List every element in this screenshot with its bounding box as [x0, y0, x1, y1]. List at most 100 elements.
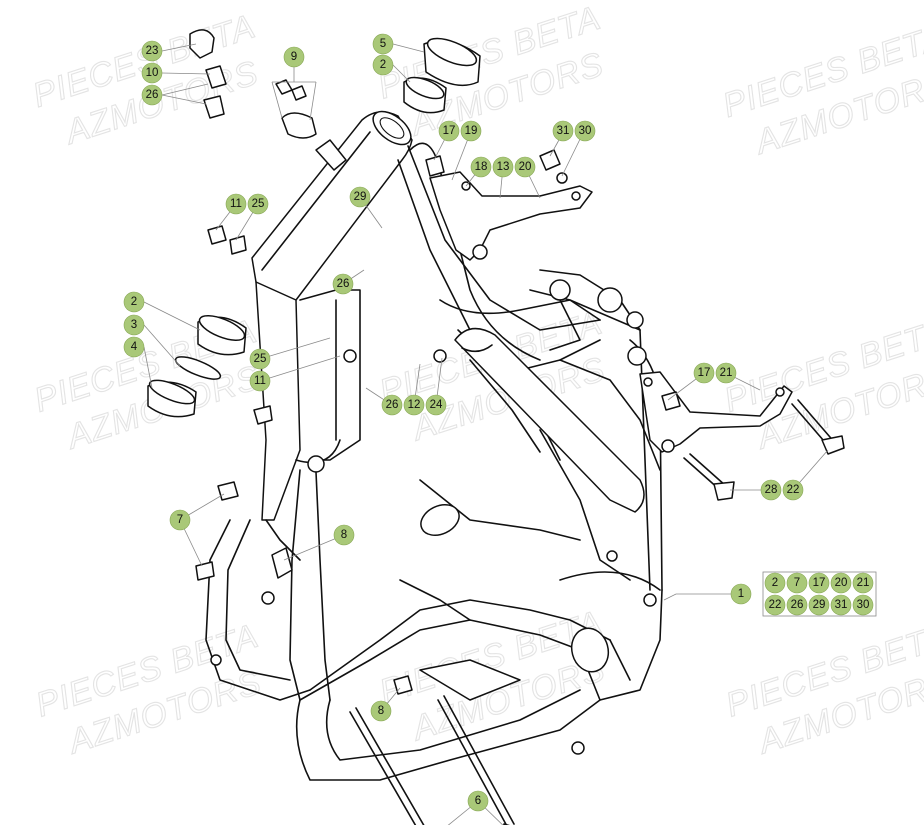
assembly-item[interactable]: 2	[764, 572, 786, 594]
head-bearing-top	[403, 37, 481, 114]
callout-9[interactable]: 9	[283, 46, 305, 68]
callout-8-mid[interactable]: 8	[333, 524, 355, 546]
callout-25-left[interactable]: 25	[249, 348, 271, 370]
svg-text:17: 17	[813, 577, 826, 589]
assembly-item[interactable]: 29	[808, 594, 830, 616]
callout-6[interactable]: 6	[467, 790, 489, 812]
svg-text:29: 29	[354, 191, 367, 203]
assembly-item[interactable]: 22	[764, 594, 786, 616]
down-tube	[255, 281, 361, 701]
main-spar	[397, 142, 663, 591]
callout-4[interactable]: 4	[123, 336, 145, 358]
callout-26[interactable]: 26	[141, 84, 163, 106]
assembly-item[interactable]: 30	[852, 594, 874, 616]
assembly-item[interactable]: 17	[808, 572, 830, 594]
svg-text:29: 29	[813, 599, 826, 611]
svg-text:22: 22	[769, 599, 782, 611]
svg-text:13: 13	[497, 161, 510, 173]
bracket-upper-right	[429, 171, 593, 261]
callout-11-left[interactable]: 11	[249, 370, 271, 392]
callout-1[interactable]: 1	[730, 583, 752, 605]
callout-21[interactable]: 21	[715, 362, 737, 384]
callout-19[interactable]: 19	[460, 120, 482, 142]
svg-text:5: 5	[380, 38, 386, 50]
svg-text:20: 20	[835, 577, 848, 589]
callout-23[interactable]: 23	[141, 40, 163, 62]
long-bolts-right	[683, 399, 845, 501]
long-bolts-bottom	[349, 695, 515, 825]
callout-30[interactable]: 30	[574, 120, 596, 142]
svg-text:30: 30	[857, 599, 870, 611]
svg-text:21: 21	[857, 577, 870, 589]
svg-text:30: 30	[579, 125, 592, 137]
svg-text:6: 6	[475, 795, 481, 807]
svg-text:26: 26	[146, 89, 159, 101]
callout-7[interactable]: 7	[169, 509, 191, 531]
svg-text:11: 11	[254, 375, 266, 387]
svg-text:26: 26	[386, 399, 399, 411]
svg-text:2: 2	[380, 59, 386, 71]
lower-cradle	[205, 429, 663, 781]
svg-text:18: 18	[475, 161, 488, 173]
svg-text:7: 7	[177, 514, 183, 526]
svg-text:9: 9	[291, 51, 297, 63]
callout-17-top[interactable]: 17	[438, 120, 460, 142]
svg-text:23: 23	[146, 45, 159, 57]
svg-text:11: 11	[230, 198, 242, 210]
svg-text:22: 22	[787, 484, 800, 496]
callout-13[interactable]: 13	[492, 156, 514, 178]
callout-25-top[interactable]: 25	[247, 193, 269, 215]
callout-badges: 23 10 26 9 5 2 17 19 31 30 18 13 20 11 2…	[123, 33, 874, 812]
callout-8-bottom[interactable]: 8	[370, 700, 392, 722]
callout-29[interactable]: 29	[349, 186, 371, 208]
assembly-item[interactable]: 20	[830, 572, 852, 594]
callout-24[interactable]: 24	[425, 394, 447, 416]
leader-lines	[143, 43, 829, 825]
loose-parts-top-left	[189, 29, 317, 425]
head-bearing-left	[147, 314, 247, 418]
small-hardware	[195, 149, 681, 695]
assembly-item[interactable]: 21	[852, 572, 874, 594]
svg-text:25: 25	[252, 198, 265, 210]
assembly-item[interactable]: 26	[786, 594, 808, 616]
callout-31[interactable]: 31	[552, 120, 574, 142]
svg-text:8: 8	[341, 529, 347, 541]
callout-2-left[interactable]: 2	[123, 291, 145, 313]
svg-text:2: 2	[772, 577, 778, 589]
svg-text:26: 26	[791, 599, 804, 611]
svg-text:26: 26	[337, 278, 350, 290]
rear-mount	[529, 269, 647, 366]
svg-text:24: 24	[430, 399, 443, 411]
svg-text:4: 4	[131, 341, 138, 353]
svg-text:17: 17	[698, 367, 711, 379]
frame-drawing	[147, 29, 845, 825]
callout-5[interactable]: 5	[372, 33, 394, 55]
assembly-item[interactable]: 31	[830, 594, 852, 616]
svg-text:28: 28	[765, 484, 778, 496]
svg-text:31: 31	[835, 599, 848, 611]
callout-18[interactable]: 18	[470, 156, 492, 178]
callout-28[interactable]: 28	[760, 479, 782, 501]
callout-22[interactable]: 22	[782, 479, 804, 501]
callout-3[interactable]: 3	[123, 314, 145, 336]
assembly-item[interactable]: 7	[786, 572, 808, 594]
svg-text:1: 1	[738, 588, 744, 600]
callout-17-right[interactable]: 17	[693, 362, 715, 384]
callout-11-top[interactable]: 11	[225, 193, 247, 215]
callout-12[interactable]: 12	[403, 394, 425, 416]
callout-2-top[interactable]: 2	[372, 54, 394, 76]
svg-text:21: 21	[720, 367, 733, 379]
svg-text:7: 7	[794, 577, 800, 589]
callout-10[interactable]: 10	[141, 62, 163, 84]
svg-text:12: 12	[408, 399, 421, 411]
callout-26-mid[interactable]: 26	[332, 273, 354, 295]
svg-text:31: 31	[557, 125, 570, 137]
svg-text:25: 25	[254, 353, 267, 365]
steering-head-tube	[251, 110, 413, 301]
callout-20[interactable]: 20	[514, 156, 536, 178]
svg-text:2: 2	[131, 296, 137, 308]
svg-text:8: 8	[378, 705, 384, 717]
callout-26-low[interactable]: 26	[381, 394, 403, 416]
bracket-lower-right	[639, 371, 793, 453]
